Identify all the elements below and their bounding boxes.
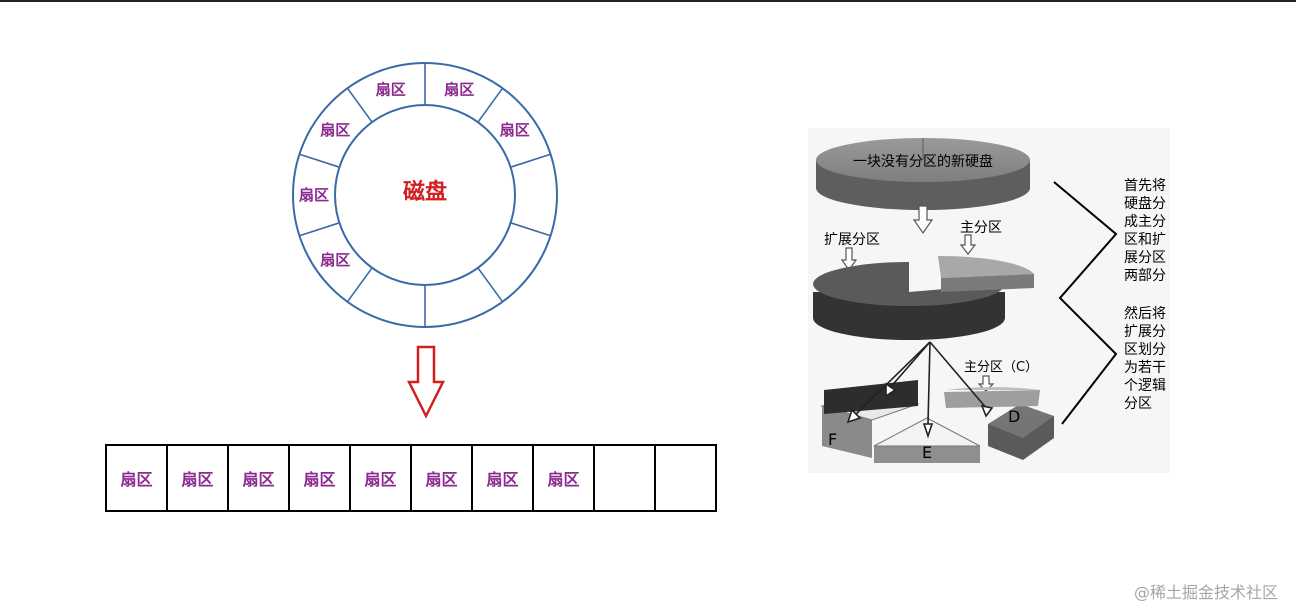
down-arrow-icon	[912, 205, 934, 235]
strip-cell	[595, 446, 656, 510]
drive-letter-d: D	[1008, 407, 1020, 426]
sector-divider	[299, 153, 340, 168]
primary-partition-label: 主分区	[960, 220, 1002, 236]
svg-text:首先将: 首先将	[1124, 178, 1166, 194]
drive-letter-e: E	[922, 443, 932, 462]
strip-cell: 扇区	[351, 446, 412, 510]
svg-text:扩展分: 扩展分	[1124, 324, 1166, 340]
strip-cell	[656, 446, 715, 510]
sector-divider	[346, 267, 373, 303]
sector-divider	[299, 222, 340, 237]
primary-c-label: 主分区（C）	[964, 360, 1038, 375]
note-step-1: 首先将 硬盘分 成主分 区和扩 展分区 两部分	[1124, 178, 1166, 284]
drive-letter-f: F	[828, 430, 837, 449]
svg-text:为若干: 为若干	[1124, 360, 1166, 376]
top-border	[0, 0, 1296, 2]
strip-cell: 扇区	[229, 446, 290, 510]
down-arrow-icon	[406, 345, 446, 419]
svg-text:分区: 分区	[1124, 396, 1152, 412]
sector-divider	[510, 222, 551, 237]
svg-text:成主分: 成主分	[1124, 214, 1166, 230]
sector-label: 扇区	[376, 80, 406, 98]
svg-text:然后将: 然后将	[1124, 305, 1166, 322]
sector-label: 扇区	[299, 186, 329, 204]
sector-label: 扇区	[320, 121, 350, 139]
note-step-2: 然后将 扩展分 区划分 为若干 个逻辑 分区	[1124, 305, 1166, 412]
svg-text:个逻辑: 个逻辑	[1124, 378, 1166, 394]
partition-diagram: 一块没有分区的新硬盘 扩展分区 主分区 主分区（	[808, 128, 1170, 473]
down-arrow-icon	[959, 234, 977, 255]
disk-diagram: 扇区扇区扇区扇区扇区扇区 磁盘	[292, 62, 558, 328]
sector-divider	[477, 87, 504, 123]
partitioned-disk	[813, 255, 1034, 340]
sector-strip: 扇区 扇区 扇区 扇区 扇区 扇区 扇区 扇区	[105, 444, 717, 512]
svg-text:区和扩: 区和扩	[1124, 232, 1166, 248]
strip-cell: 扇区	[290, 446, 351, 510]
strip-cell: 扇区	[107, 446, 168, 510]
sector-label: 扇区	[444, 80, 474, 98]
sector-label: 扇区	[320, 251, 350, 269]
svg-text:展分区: 展分区	[1124, 250, 1166, 266]
extended-partition-label: 扩展分区	[824, 232, 880, 248]
new-disk: 一块没有分区的新硬盘	[816, 138, 1030, 210]
strip-cell: 扇区	[534, 446, 595, 510]
sector-divider	[510, 153, 551, 168]
svg-text:硬盘分: 硬盘分	[1124, 195, 1166, 212]
svg-text:两部分: 两部分	[1124, 268, 1166, 284]
bracket-line	[1053, 181, 1118, 425]
disk-center-label: 磁盘	[403, 179, 447, 205]
watermark: @稀土掘金技术社区	[1133, 583, 1278, 602]
new-disk-label: 一块没有分区的新硬盘	[853, 153, 993, 170]
strip-cell: 扇区	[473, 446, 534, 510]
strip-cell: 扇区	[168, 446, 229, 510]
sector-divider	[477, 267, 504, 303]
sector-divider	[346, 87, 373, 123]
down-arrow-icon	[840, 247, 858, 272]
disk-ring	[292, 62, 558, 328]
sector-label: 扇区	[500, 121, 530, 139]
sector-labels: 扇区扇区扇区扇区扇区扇区	[299, 80, 530, 269]
strip-cell: 扇区	[412, 446, 473, 510]
svg-text:区划分: 区划分	[1124, 342, 1166, 358]
